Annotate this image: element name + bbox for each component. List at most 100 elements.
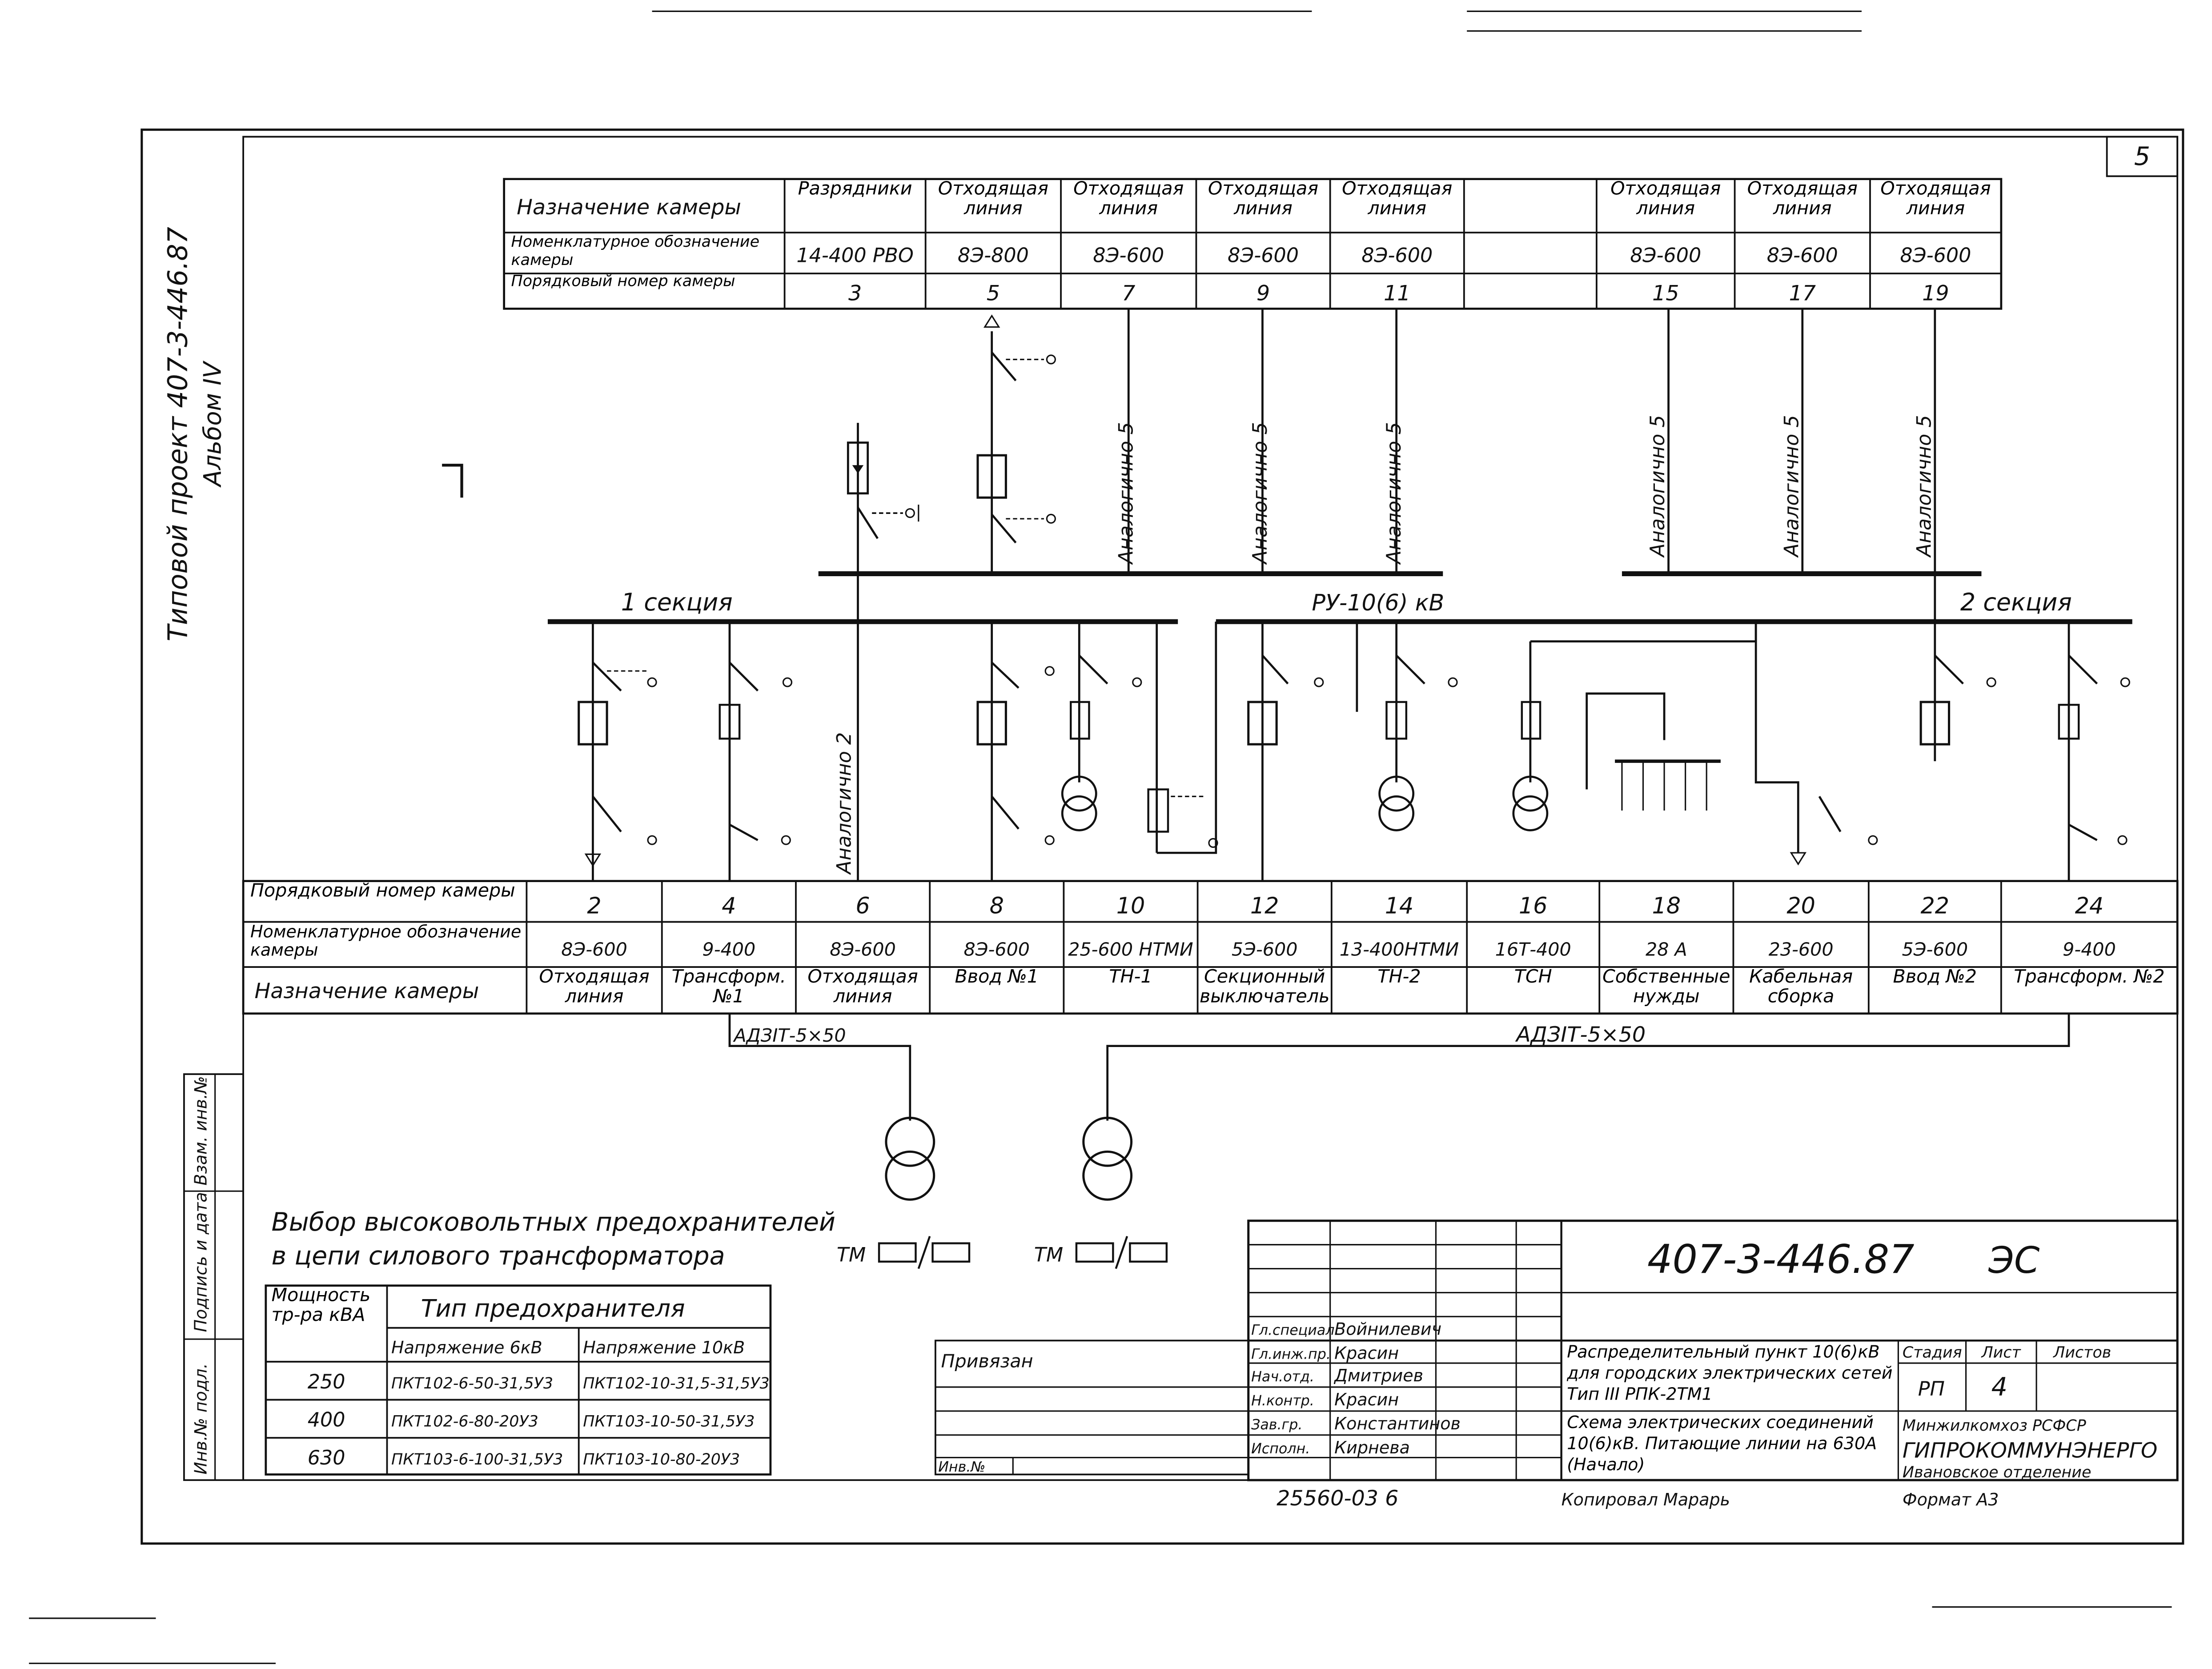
bottom-purpose-4-box: ТН-1	[1109, 968, 1152, 988]
analog-text-19: Аналогично 5	[1913, 415, 1935, 558]
title-block-roles: Гл.специал.ВойнилевичГл.инж.пр.КрасинНач…	[1251, 1320, 1461, 1457]
side-album-title: Альбом IV	[198, 361, 226, 488]
fuse-header-6kv: Напряжение 6кВ	[391, 1338, 542, 1357]
role-5: Исполн.	[1251, 1441, 1310, 1457]
bottom-purpose-11: Трансформ. №2	[2014, 968, 2165, 988]
analog-text-17: Аналогично 5	[1780, 415, 1803, 558]
outer-frame	[141, 128, 2184, 1545]
page-number-box	[2106, 136, 2179, 177]
fuse-10kv-2: ПКТ103-10-80-20У3	[583, 1451, 740, 1468]
top-type-0: 14-400 РВО	[796, 245, 913, 267]
bottom-purpose-4: ТН-1	[1109, 968, 1152, 988]
bottom-type-11: 9-400	[2063, 939, 2116, 960]
bottom-number-9: 20	[1786, 893, 1815, 919]
bottom-number-0: 2	[587, 893, 601, 919]
feeder-cell-22	[1919, 622, 1996, 762]
top-number-1: 5	[987, 281, 1000, 305]
bottom-row-label-number: Порядковый номер камеры	[250, 882, 515, 903]
bottom-purpose-6-box: ТН-2	[1377, 968, 1421, 988]
bottom-purpose-1-box: Трансформ. №1	[672, 968, 786, 1007]
analog-label-7: Аналогично 5	[1115, 422, 1138, 565]
role-2: Нач.отд.	[1251, 1369, 1314, 1385]
bottom-purpose-3: Ввод №1	[955, 968, 1039, 988]
top-purpose-6: Отходящая линия	[1610, 180, 1721, 220]
power-transformer-1	[885, 1116, 935, 1201]
feeder-cell-14	[1247, 622, 1458, 881]
document-code: 407-3-446.87	[1647, 1236, 1915, 1282]
top-row-label-number-box: Порядковый номер камеры	[511, 273, 735, 291]
bottom-row-label-number-box: Порядковый номер камеры	[250, 882, 515, 903]
top-purpose-1: Отходящая линия	[938, 180, 1048, 220]
binding-block	[934, 1340, 1249, 1476]
page-number: 5	[2134, 142, 2150, 171]
top-type-2: 8Э-600	[1093, 245, 1164, 267]
fuse-title-1: Выбор высоковольтных предохранителей	[271, 1208, 835, 1237]
analog-label-6: Аналогично 2	[833, 732, 856, 875]
feeder-cell-12	[1147, 622, 1218, 854]
top-purpose-2: Отходящая линия	[1073, 180, 1184, 220]
fuse-header-power: Мощность тр-ра кВА	[271, 1287, 371, 1327]
fuse-title-2: в цепи силового трансформатора	[271, 1241, 725, 1271]
bottom-number-8: 18	[1652, 893, 1681, 919]
top-type-7: 8Э-600	[1767, 245, 1838, 267]
feeder-cell-20	[1754, 622, 1878, 866]
fuse-6kv-1: ПКТ102-6-80-20У3	[391, 1413, 538, 1431]
title-description: Распределительный пункт 10(6)кВ для горо…	[1567, 1342, 1893, 1404]
tm-placeholders	[878, 1236, 1168, 1269]
fuse-10kv-1: ПКТ103-10-50-31,5У3	[583, 1413, 755, 1431]
analog-label-17: Аналогично 5	[1780, 415, 1803, 558]
bottom-type-4: 25-600 НТМИ	[1068, 939, 1193, 960]
analog-text-6: Аналогично 2	[833, 732, 856, 875]
title-block	[1247, 1220, 2179, 1481]
side-stamp	[183, 1073, 244, 1481]
side-stamp-3-wrap: Взам. инв.№	[191, 1076, 211, 1185]
org-branch: Ивановское отделение	[1903, 1464, 2092, 1481]
top-number-0: 3	[848, 281, 862, 305]
bottom-number-3: 8	[990, 893, 1004, 919]
bottom-purpose-6: ТН-2	[1377, 968, 1421, 988]
analog-text-9: Аналогично 5	[1249, 422, 1272, 565]
binding-inv: Инв.№	[938, 1459, 985, 1475]
name-0: Войнилевич	[1334, 1320, 1441, 1339]
bottom-type-2: 8Э-600	[830, 939, 896, 960]
org-ministry: Минжилкомхоз РСФСР	[1903, 1417, 2086, 1435]
feeder-cell-16-18	[1512, 622, 1757, 831]
fuse-6kv-0: ПКТ102-6-50-31,5У3	[391, 1375, 553, 1392]
fuse-10kv-0: ПКТ102-10-31,5-31,5У3	[583, 1375, 770, 1392]
top-purpose-8: Отходящая линия	[1880, 180, 1991, 220]
side-stamp-replace: Взам. инв.№	[191, 1076, 211, 1185]
fuse-power-2: 630	[308, 1447, 345, 1469]
bottom-purpose-0-box: Отходящая линия	[539, 968, 649, 1007]
ru-label: РУ-10(6) кВ	[1312, 590, 1444, 616]
upper-feeders	[857, 309, 1936, 881]
top-row-label-number: Порядковый номер камеры	[511, 273, 735, 291]
bottom-type-6: 13-400НТМИ	[1340, 939, 1459, 960]
top-row-label-purpose: Назначение камеры	[517, 195, 741, 220]
bottom-number-2: 6	[855, 893, 870, 919]
top-number-7: 17	[1789, 281, 1816, 305]
bottom-type-7: 16Т-400	[1495, 939, 1571, 960]
top-type-1: 8Э-800	[958, 245, 1029, 267]
top-number-3: 9	[1257, 281, 1270, 305]
bottom-table: Порядковый номер камеры Номенклатурное о…	[242, 880, 2179, 1015]
fuse-header-type: Тип предохранителя	[421, 1294, 685, 1322]
outgoing-line-cell-5	[976, 314, 1056, 574]
title-sheet-title: Схема электрических соединений 10(6)кВ. …	[1567, 1412, 1877, 1475]
power-transformer-2	[1082, 1116, 1133, 1201]
side-stamp-sign: Подпись и дата	[191, 1192, 211, 1332]
bottom-purpose-8: Собственные нужды	[1602, 968, 1730, 1008]
arrester-cell-3	[847, 423, 919, 574]
title-description-box: Распределительный пункт 10(6)кВ для горо…	[1567, 1342, 1893, 1404]
top-number-6: 15	[1652, 281, 1679, 305]
top-purpose-7-box: Отходящая линия	[1747, 181, 1858, 219]
bus-bars	[547, 571, 2132, 624]
top-purpose-4-box: Отходящая линия	[1342, 181, 1452, 219]
tm-left-label: ТМ	[837, 1244, 866, 1267]
bottom-number-4: 10	[1116, 893, 1145, 919]
name-5: Кирнева	[1334, 1438, 1410, 1457]
cables	[728, 1013, 2070, 1121]
bottom-purpose-11-box: Трансформ. №2	[2014, 968, 2165, 988]
top-type-4: 8Э-600	[1361, 245, 1433, 267]
top-purpose-8-box: Отходящая линия	[1880, 180, 1991, 220]
